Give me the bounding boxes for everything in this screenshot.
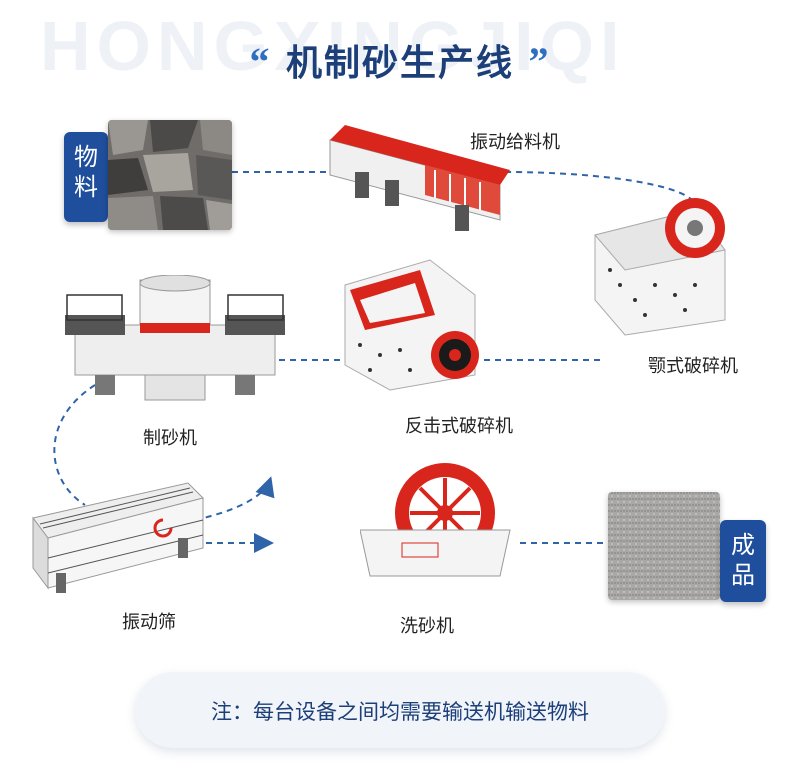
- product-tag-char-2: 品: [731, 561, 755, 589]
- note-banner: 注：每台设备之间均需要输送机输送物料: [135, 672, 665, 748]
- page-title: “ 机制砂生产线 ”: [0, 34, 800, 86]
- open-quote: “: [249, 39, 272, 84]
- screen-label: 振动筛: [122, 612, 176, 633]
- product-tag: 成 品: [720, 520, 766, 602]
- impact-crusher-image: [340, 255, 480, 399]
- connector-feeder-jaw: [504, 171, 696, 206]
- screen-image: [28, 478, 208, 602]
- watermark-text: HONGXINGJIQI: [40, 7, 626, 85]
- product-tag-char-1: 成: [731, 531, 755, 559]
- material-tag-char-2: 料: [74, 173, 98, 201]
- connector-screen-sandmaker: [194, 476, 275, 521]
- material-tag: 物 料: [64, 132, 108, 222]
- material-photo: [108, 120, 232, 230]
- connector-sandmaker-screen: [53, 384, 96, 506]
- impact-crusher-label: 反击式破碎机: [405, 416, 513, 437]
- sand-washer-image: [359, 458, 520, 582]
- title-text: 机制砂生产线: [285, 43, 514, 84]
- sand-maker-label: 制砂机: [143, 428, 197, 449]
- jaw-crusher-label: 颚式破碎机: [648, 356, 738, 377]
- sand-washer-label: 洗砂机: [400, 616, 454, 637]
- sand-maker-image: [65, 274, 285, 409]
- material-tag-char-1: 物: [74, 143, 98, 171]
- note-text: 注：每台设备之间均需要输送机输送物料: [211, 700, 589, 724]
- close-quote: ”: [528, 39, 551, 84]
- jaw-crusher-image: [585, 190, 735, 344]
- feeder-label: 振动给料机: [470, 132, 560, 153]
- feeder-image: [325, 110, 515, 244]
- product-photo: [608, 492, 720, 600]
